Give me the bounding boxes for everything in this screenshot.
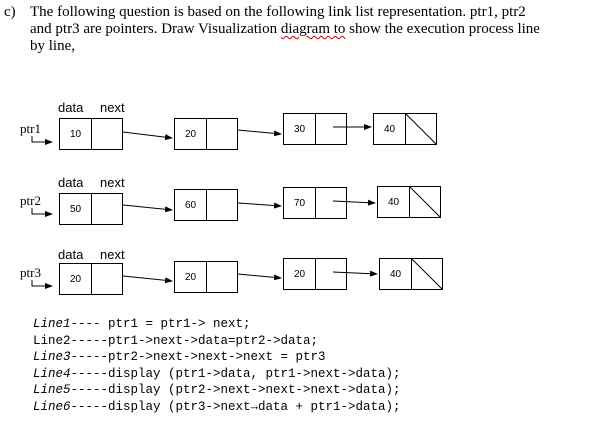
question-line-3: by line, [30,38,75,54]
code-line-text: display (ptr2->next->next->next->data); [108,383,401,397]
node-next [207,119,237,149]
list2-link-arrow-2 [237,202,282,209]
node-next [207,262,237,292]
node-data: 20 [175,119,207,149]
question-text: The following question is based on the f… [30,4,590,55]
list2-node-4: 40 [377,186,441,218]
spellcheck-underline-text: diagram to [280,21,346,37]
question-line-2: and ptr3 are pointers. Draw Visualizatio… [30,21,590,38]
list2-node-3: 70 [283,187,347,219]
list2-link-arrow-1 [122,204,173,213]
code-line-6: Line6-----display (ptr3->next→data + ptr… [33,399,401,416]
null-slash-icon [412,259,442,289]
code-block: Line1---- ptr1 = ptr1-> next;Line2-----p… [33,316,401,415]
list3-node-3: 20 [283,258,347,290]
question-line-2-end: show the execution process line [345,21,540,37]
node-data: 20 [60,264,92,294]
list2-pointer-label: ptr2 [20,193,41,208]
list1-header-data: data [58,100,84,115]
list1-node-3: 30 [283,113,347,145]
node-data: 40 [380,259,412,289]
node-next [316,259,346,289]
node-data: 40 [378,187,410,217]
list3-link-arrow-1 [122,275,173,284]
code-line-label: Line4----- [33,366,109,381]
code-line-5: Line5-----display (ptr2->next->next->nex… [33,382,401,399]
node-data: 60 [175,190,207,220]
list1-node-2: 20 [174,118,238,150]
node-next [316,114,346,144]
node-next [92,264,122,294]
node-next-null [412,259,442,289]
node-data: 50 [60,194,92,224]
question-line-1: The following question is based on the f… [30,4,526,20]
list3-node-4: 40 [379,258,443,290]
list2-header-next: next [100,175,125,190]
node-next-null [406,114,436,144]
code-line-text: ptr1 = ptr1-> next; [100,317,251,331]
node-data: 70 [284,188,316,218]
code-line-text: ptr1->next->data=ptr2->data; [108,333,319,348]
list2-node-2: 60 [174,189,238,221]
list1-node-1: 10 [59,118,123,150]
node-data: 10 [60,119,92,149]
code-line-text: display (ptr3->next→data + ptr1->data); [108,399,401,414]
code-line-3: Line3-----ptr2->next->next->next = ptr3 [33,349,401,366]
code-line-label: Line5----- [33,383,109,397]
node-next [316,188,346,218]
list1-header-next: next [100,100,125,115]
list3-link-arrow-2 [237,273,282,281]
code-line-label: Line2----- [33,333,109,348]
node-next [92,194,122,224]
node-next-null [410,187,440,217]
null-slash-icon [410,187,440,217]
node-data: 20 [175,262,207,292]
list3-header-next: next [100,247,125,262]
list3-node-1: 20 [59,263,123,295]
code-line-label: Line6----- [33,399,109,414]
code-line-text: display (ptr1->data, ptr1->next->data); [108,366,401,381]
code-line-1: Line1---- ptr1 = ptr1-> next; [33,316,401,333]
code-line-4: Line4-----display (ptr1->data, ptr1->nex… [33,366,401,383]
node-data: 40 [374,114,406,144]
code-line-text: ptr2->next->next->next = ptr3 [108,350,326,364]
list3-pointer-label: ptr3 [20,265,41,280]
code-line-label: Line3----- [33,350,109,364]
null-slash-icon [406,114,436,144]
list2-header-data: data [58,175,84,190]
code-line-2: Line2-----ptr1->next->data=ptr2->data; [33,333,401,350]
list3-header-data: data [58,247,84,262]
question-line-2-start: and ptr3 are pointers. Draw Visualizatio… [30,21,281,37]
list3-node-2: 20 [174,261,238,293]
list1-node-4: 40 [373,113,437,145]
list1-link-arrow-1 [122,131,173,141]
list2-node-1: 50 [59,193,123,225]
code-line-label: Line1---- [33,317,101,331]
list1-pointer-label: ptr1 [20,121,41,136]
node-data: 30 [284,114,316,144]
question-label: c) [4,4,16,20]
list1-link-arrow-2 [237,129,282,137]
node-next [92,119,122,149]
node-data: 20 [284,259,316,289]
node-next [207,190,237,220]
